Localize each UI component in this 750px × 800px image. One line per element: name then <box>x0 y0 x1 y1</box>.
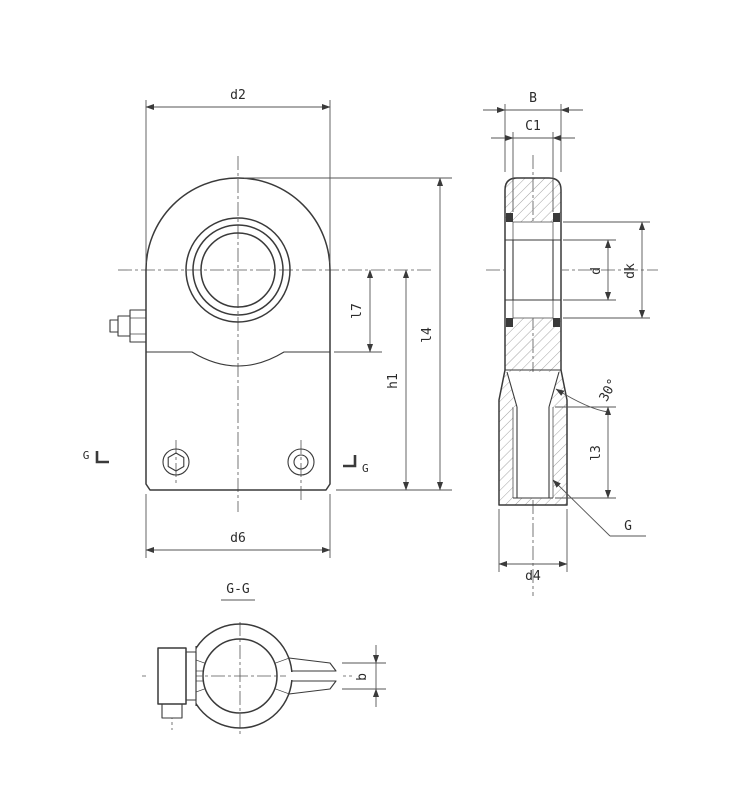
dim-d-label: d <box>589 267 604 275</box>
angle-label: 30° <box>597 376 621 404</box>
dim-l3: l3 <box>555 406 616 499</box>
bolt-tip <box>161 703 183 719</box>
dim-d2: d2 <box>145 88 331 263</box>
side-shank-section <box>498 369 568 506</box>
dim-d4-label: d4 <box>525 569 541 584</box>
side-view: B C1 d dk 30° <box>483 91 658 596</box>
section-marker-left: G <box>83 449 109 464</box>
clamp-bolt <box>157 646 203 719</box>
clamp-lug <box>288 657 337 695</box>
section-marker-right-label: G <box>362 462 369 475</box>
dim-C1: C1 <box>491 119 575 212</box>
dim-dk: dk <box>563 221 650 319</box>
dim-dk-label: dk <box>623 263 638 279</box>
dim-l3-label: l3 <box>589 445 604 461</box>
dim-C1-label: C1 <box>525 119 541 134</box>
side-head-section <box>504 177 562 370</box>
grease-fitting <box>109 309 146 343</box>
dim-b: b <box>342 645 386 707</box>
bolt-hole-right <box>287 440 315 502</box>
dim-d6: d6 <box>145 494 331 558</box>
dim-d2-label: d2 <box>230 88 246 103</box>
dim-d: d <box>563 239 616 301</box>
front-body-outline <box>145 177 331 491</box>
seal-ring-top-left <box>506 213 513 222</box>
dim-l4: l4 <box>244 177 452 491</box>
front-view: d2 l7 h1 l4 d6 G <box>83 88 452 558</box>
dim-h1: h1 <box>336 269 452 491</box>
seal-ring-top-right <box>553 213 560 222</box>
seal-ring-bottom-left <box>506 318 513 327</box>
dim-B-label: B <box>529 91 537 106</box>
dim-d4: d4 <box>498 509 568 584</box>
thread-callout: G <box>552 479 646 537</box>
bearing-bore-circles <box>185 217 291 323</box>
front-step-line <box>146 351 330 367</box>
dim-b-label: b <box>355 673 370 681</box>
dim-l7: l7 <box>334 269 382 353</box>
countersink-left <box>506 371 518 408</box>
section-marker-left-label: G <box>83 449 90 462</box>
section-marker-right: G <box>343 455 369 475</box>
section-title-label: G-G <box>226 582 250 597</box>
bolt-hole-left <box>162 440 190 486</box>
section-title: G-G <box>221 582 255 601</box>
dim-l4-label: l4 <box>420 327 435 343</box>
ball-circle <box>202 638 278 714</box>
dim-l7-label: l7 <box>350 303 365 319</box>
seal-ring-bottom-right <box>553 318 560 327</box>
countersink-right <box>548 371 560 408</box>
dim-d6-label: d6 <box>230 531 246 546</box>
thread-label: G <box>624 519 632 534</box>
dim-h1-label: h1 <box>386 373 401 389</box>
section-view: G-G <box>142 582 386 734</box>
